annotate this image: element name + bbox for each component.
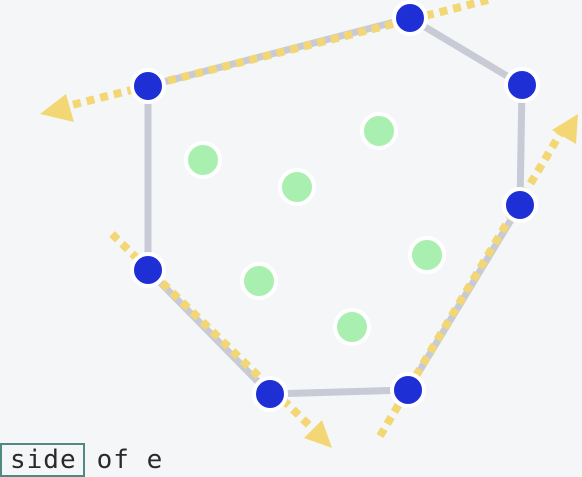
hull-edge (266, 386, 412, 398)
interior-point (333, 308, 371, 346)
hull-vertex (130, 252, 166, 288)
caption: side of e (0, 443, 164, 477)
interior-point (360, 112, 398, 150)
hull-vertex (130, 68, 166, 104)
hull-edges (144, 14, 526, 398)
caption-text: of e (96, 445, 164, 475)
interior-point (408, 236, 446, 274)
interior-point (278, 168, 316, 206)
arrowhead-icon (40, 94, 74, 122)
hull-edge (144, 266, 274, 398)
caption-boxed-word: side (0, 443, 85, 477)
interior-points (184, 112, 446, 346)
interior-point (184, 141, 222, 179)
hull-edge (406, 14, 526, 89)
hull-vertex (504, 67, 540, 103)
hull-vertices (130, 0, 540, 412)
hull-vertex (252, 376, 288, 412)
hull-vertex (392, 0, 428, 36)
hull-vertex (390, 372, 426, 408)
arrowhead-icon (552, 114, 578, 144)
arrowhead-icon (304, 420, 332, 448)
hull-vertex (502, 187, 538, 223)
interior-point (240, 262, 278, 300)
hull-edge (516, 81, 526, 209)
